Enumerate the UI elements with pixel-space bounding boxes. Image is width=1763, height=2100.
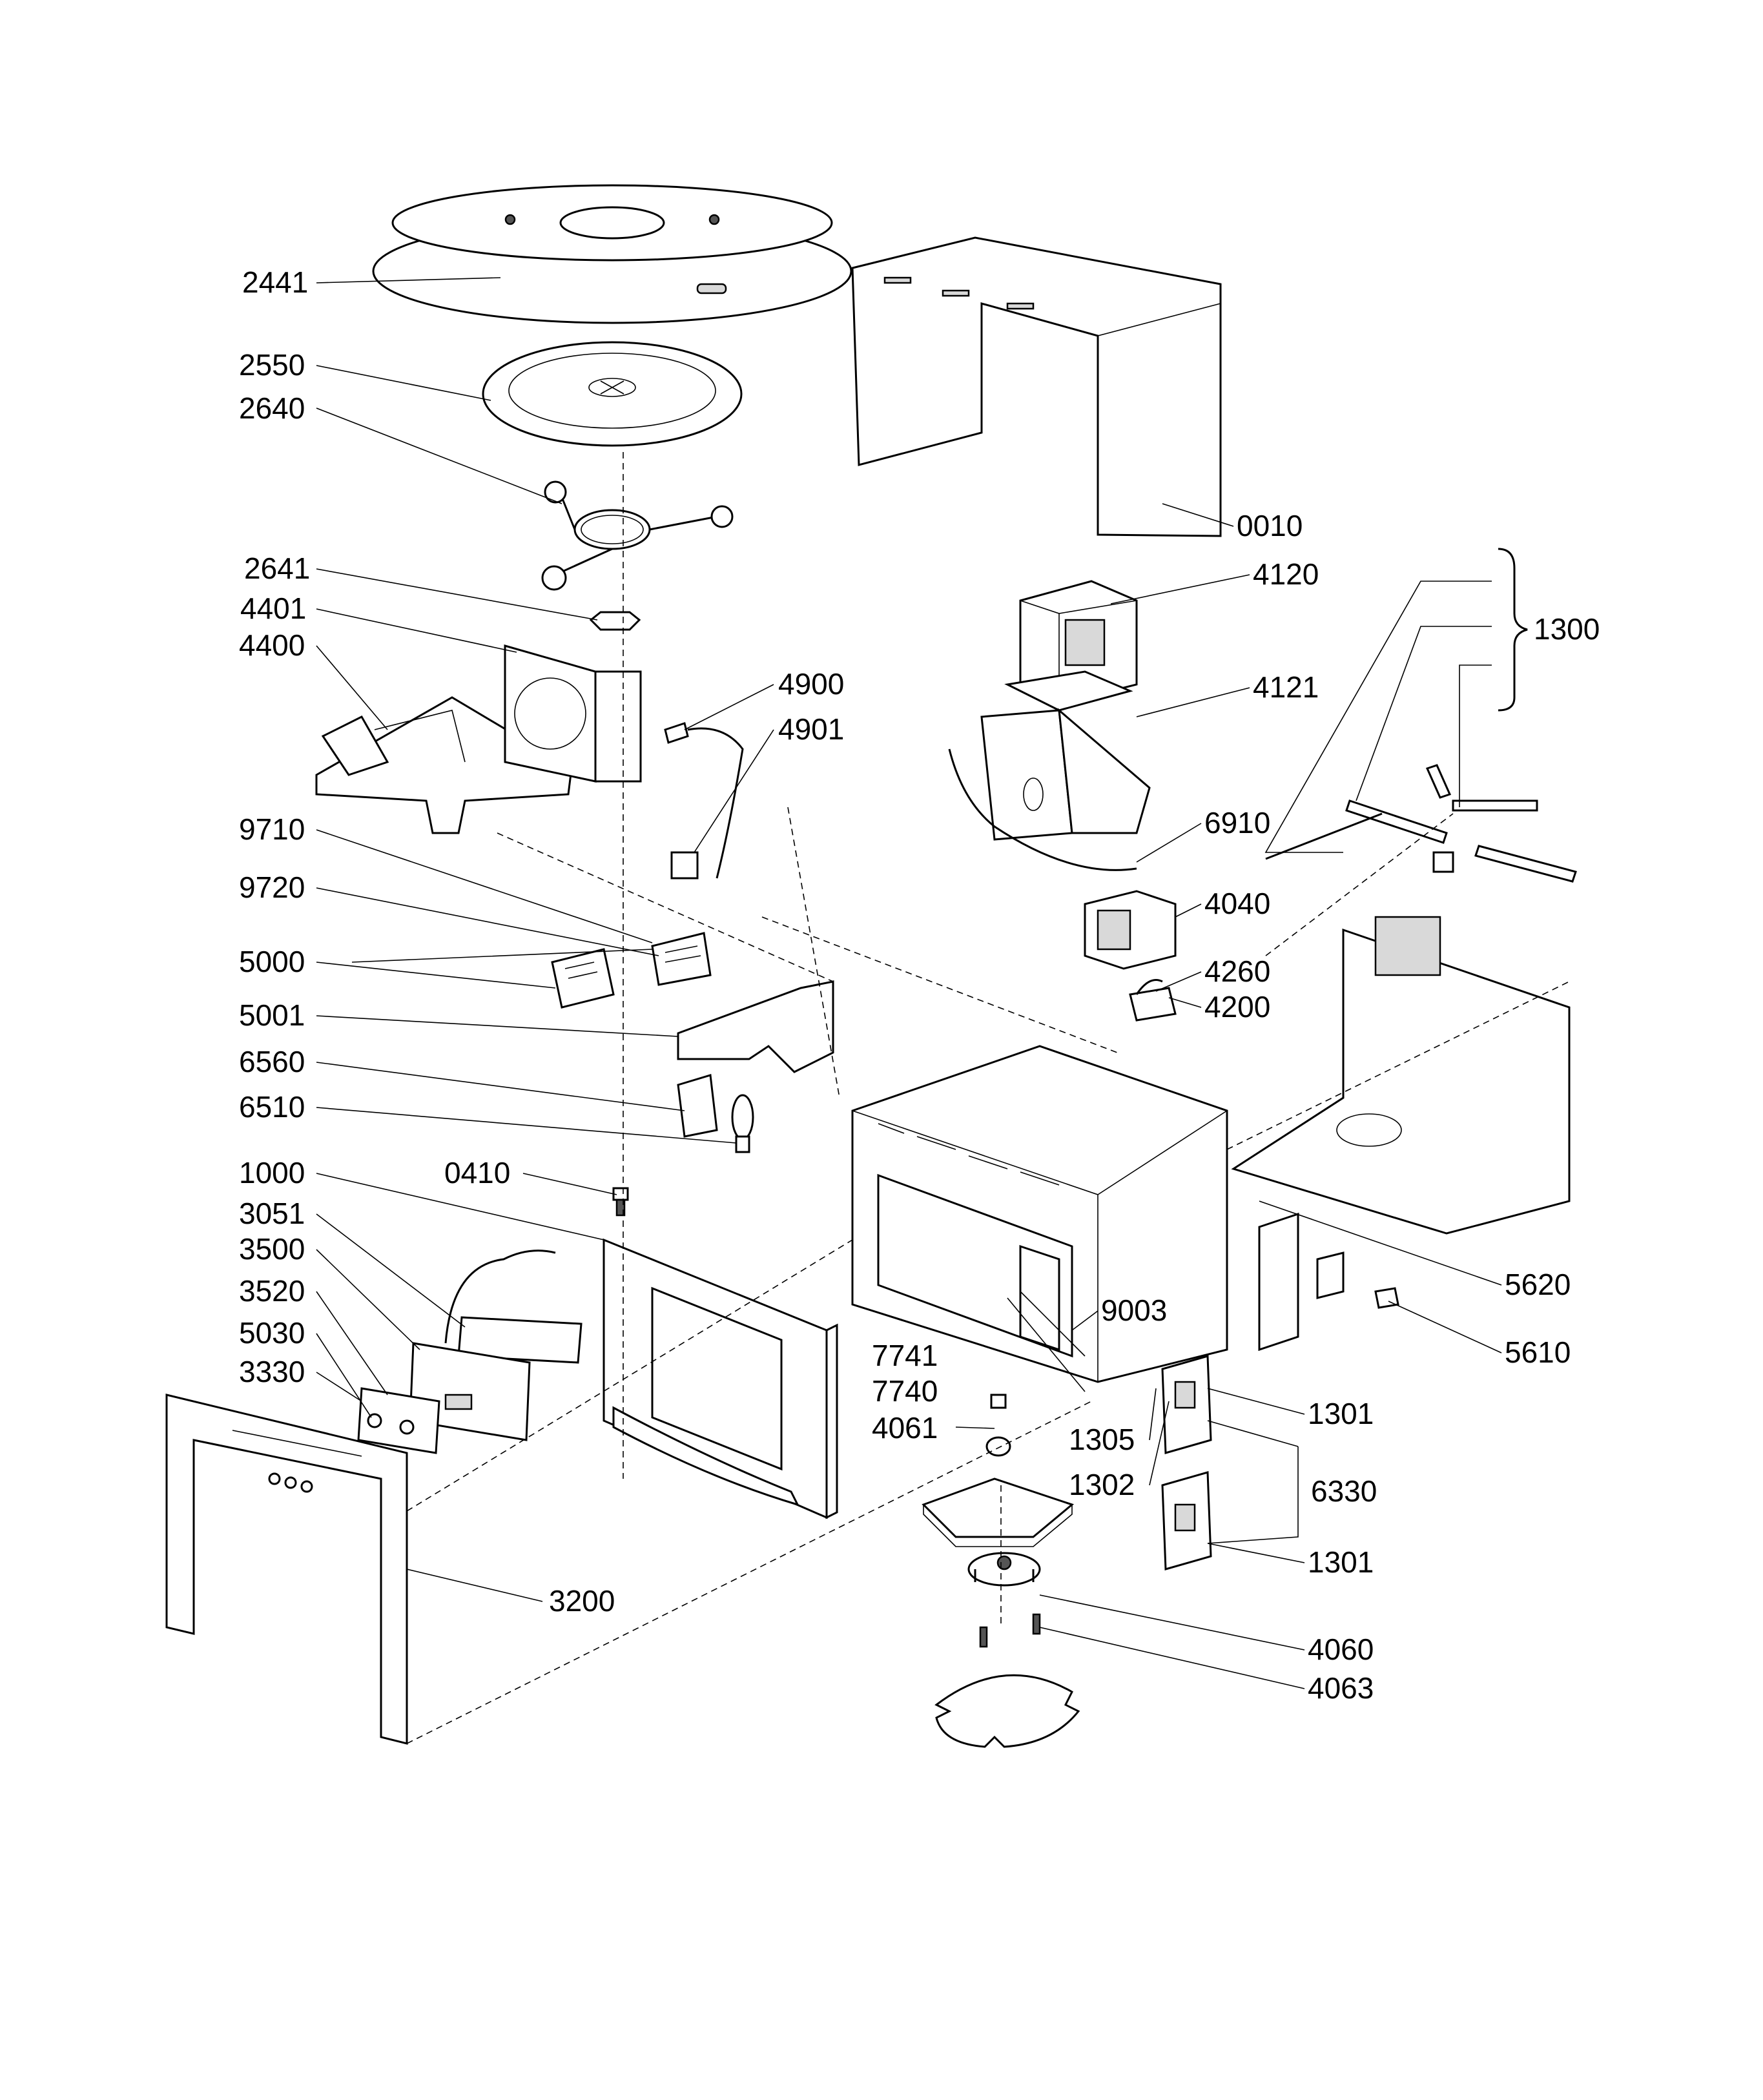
part-4120-transformer — [1004, 580, 1138, 712]
callout-6330: 6330 — [1311, 1474, 1377, 1508]
callout-9710: 9710 — [239, 812, 305, 846]
projection-lines — [406, 452, 1570, 1744]
leader-lines — [316, 277, 1528, 1689]
part-4401-plate — [504, 644, 642, 783]
callout-7740: 7740 — [872, 1374, 938, 1408]
callout-3200: 3200 — [549, 1584, 615, 1618]
callout-6560: 6560 — [239, 1045, 305, 1078]
callout-4200: 4200 — [1204, 990, 1270, 1024]
callout-5000: 5000 — [239, 945, 305, 978]
callout-6910: 6910 — [1204, 806, 1270, 839]
part-0010-cover — [851, 236, 1222, 537]
part-6330-switches — [1161, 1355, 1212, 1570]
part-6560-6510-lamp — [677, 1074, 754, 1153]
callout-4401: 4401 — [240, 592, 306, 625]
callout-4901: 4901 — [778, 712, 844, 746]
callout-4260: 4260 — [1204, 954, 1270, 988]
part-4121-bracket — [948, 708, 1151, 871]
callout-5620: 5620 — [1505, 1268, 1571, 1301]
callout-4063: 4063 — [1308, 1671, 1374, 1705]
part-2550-plate — [482, 341, 743, 447]
callout-4400: 4400 — [239, 628, 305, 662]
callout-3051: 3051 — [239, 1197, 305, 1230]
part-4900-cable — [664, 722, 744, 880]
callout-2441: 2441 — [242, 265, 308, 299]
callout-9720: 9720 — [239, 870, 305, 904]
part-4040-magnetron — [1084, 890, 1177, 970]
part-4061-fan — [922, 1394, 1075, 1547]
part-2640-roller-ring — [541, 480, 734, 591]
callout-5001: 5001 — [239, 998, 305, 1032]
callout-1300: 1300 — [1534, 612, 1600, 646]
part-1300-rails — [1265, 764, 1577, 883]
callout-4121: 4121 — [1253, 670, 1319, 704]
part-2441-cover — [372, 184, 852, 324]
part-2641-coupler — [589, 611, 641, 631]
part-1000-door — [603, 1238, 838, 1519]
part-boards-5000-9720 — [551, 932, 712, 1009]
callout-2641: 2641 — [244, 551, 310, 585]
part-0410-screw — [612, 1187, 629, 1217]
callout-3330: 3330 — [239, 1355, 305, 1388]
part-gasket-ring — [934, 1674, 1080, 1748]
callout-5030: 5030 — [239, 1316, 305, 1350]
callout-1000: 1000 — [239, 1156, 305, 1189]
callout-labels: 2441 2550 2640 2641 4401 4400 4900 4901 … — [239, 265, 1600, 1705]
callout-1302: 1302 — [1069, 1468, 1135, 1501]
callout-4061: 4061 — [872, 1411, 938, 1445]
part-5001-shield — [677, 980, 834, 1073]
callout-7741: 7741 — [872, 1339, 938, 1372]
part-oven-cavity — [851, 1045, 1228, 1383]
callout-4040: 4040 — [1204, 887, 1270, 920]
part-4063-screws — [979, 1613, 1041, 1648]
callout-2640: 2640 — [239, 391, 305, 425]
part-3200-frame — [165, 1394, 408, 1745]
part-control-boards — [357, 1250, 583, 1454]
part-5620-5610 — [1258, 1212, 1399, 1352]
callout-1301b: 1301 — [1308, 1545, 1374, 1579]
callout-3520: 3520 — [239, 1274, 305, 1308]
callout-0010: 0010 — [1237, 509, 1303, 542]
callout-5610: 5610 — [1505, 1335, 1571, 1369]
callout-4120: 4120 — [1253, 557, 1319, 591]
callout-4900: 4900 — [778, 667, 844, 701]
part-4060-motor — [967, 1552, 1041, 1587]
callout-1305: 1305 — [1069, 1423, 1135, 1456]
callout-3500: 3500 — [239, 1232, 305, 1266]
callout-4060: 4060 — [1308, 1632, 1374, 1666]
part-back-panel — [1231, 916, 1571, 1235]
callout-2550: 2550 — [239, 348, 305, 382]
callout-1301a: 1301 — [1308, 1397, 1374, 1430]
part-4200-capacitor — [1129, 979, 1177, 1022]
callout-6510: 6510 — [239, 1090, 305, 1124]
callout-9003: 9003 — [1101, 1293, 1167, 1327]
callout-0410: 0410 — [444, 1156, 510, 1189]
